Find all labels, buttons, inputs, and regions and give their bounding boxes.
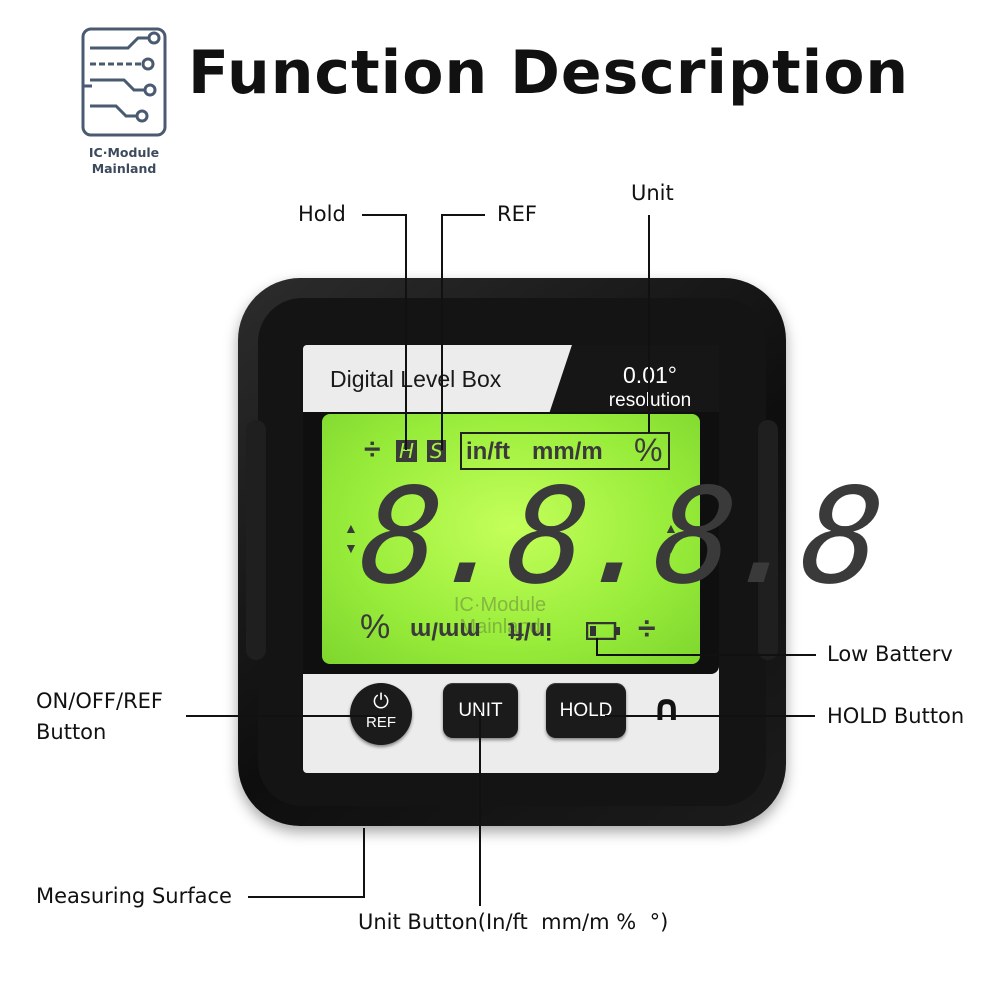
resolution-value: 0.01° bbox=[623, 362, 677, 388]
circuit-logo-icon bbox=[81, 27, 167, 137]
right-down-arrow-icon: ▼ bbox=[664, 540, 678, 556]
left-down-arrow-icon: ▼ bbox=[344, 540, 358, 556]
callout-unit-button: Unit Button(In/ft mm/m % °) bbox=[358, 910, 669, 934]
hold-leader-h bbox=[362, 214, 406, 216]
unit-leader-v bbox=[648, 215, 650, 433]
power-ref-button-label: REF bbox=[366, 714, 396, 731]
lcd-digits: 8.8.8.8 bbox=[353, 460, 885, 614]
unit-mmm: mm/m bbox=[532, 438, 603, 465]
left-up-arrow-icon: ▲ bbox=[344, 520, 358, 536]
lcd-screen bbox=[322, 414, 700, 664]
callout-hold-button: HOLD Button bbox=[827, 704, 965, 728]
low-battery-leader-h bbox=[596, 654, 816, 656]
unit-percent: % bbox=[634, 432, 663, 468]
hold-indicator: H bbox=[396, 440, 418, 462]
hold-indicator-text: H bbox=[396, 440, 418, 462]
left-side-rail bbox=[246, 420, 266, 660]
measuring-surface-leader-h bbox=[248, 896, 365, 898]
hold-leader-v bbox=[405, 214, 407, 450]
low-battery-leader-v bbox=[596, 638, 598, 656]
logo-text: IC·Module Mainland bbox=[78, 145, 170, 177]
hold-button[interactable]: HOLD bbox=[546, 683, 626, 738]
callout-ref: REF bbox=[497, 202, 537, 226]
logo-line-1: IC·Module bbox=[88, 145, 160, 160]
resolution-label: resolution bbox=[590, 390, 710, 412]
bottom-level-icon: ÷ bbox=[638, 610, 656, 646]
measuring-surface-leader-v bbox=[363, 828, 365, 898]
unit-box bbox=[460, 432, 670, 470]
ref-leader-h bbox=[441, 214, 485, 216]
bottom-mmm: mm/m bbox=[410, 617, 481, 644]
bottom-percent: % bbox=[360, 608, 391, 646]
hold-button-leader bbox=[605, 715, 815, 717]
unit-button-label: UNIT bbox=[458, 700, 503, 721]
magnet-icon: ∩ bbox=[652, 688, 682, 729]
resolution-tab bbox=[548, 345, 719, 417]
callout-on-off-ref-line-1: ON/OFF/REF bbox=[36, 689, 164, 713]
callout-low-battery: Low Batterv bbox=[827, 642, 953, 666]
watermark-line-2: Mainland bbox=[459, 616, 541, 638]
power-ref-button[interactable]: ⏻ REF bbox=[350, 683, 412, 745]
power-icon: ⏻ bbox=[373, 691, 389, 713]
right-side-rail bbox=[758, 420, 778, 660]
unit-button-leader-v bbox=[479, 712, 481, 906]
logo-line-2: Mainland bbox=[91, 161, 157, 176]
unit-inft: in/ft bbox=[466, 438, 510, 465]
callout-on-off-ref-line-2: Button bbox=[36, 720, 107, 744]
watermark-line-1: IC·Module bbox=[453, 594, 547, 616]
callout-hold: Hold bbox=[298, 202, 346, 226]
brand-label: Digital Level Box bbox=[330, 366, 502, 392]
callout-on-off-ref: ON/OFF/REF Button bbox=[36, 686, 163, 748]
hold-button-label: HOLD bbox=[559, 700, 613, 721]
on-off-ref-leader bbox=[186, 715, 382, 717]
callout-unit: Unit bbox=[631, 181, 674, 205]
bottom-inft: in/ft bbox=[508, 617, 552, 644]
right-up-arrow-icon: ▲ bbox=[664, 520, 678, 536]
logo bbox=[80, 26, 168, 138]
low-battery-icon bbox=[585, 621, 620, 641]
lcd-watermark: IC·Module Mainland bbox=[420, 594, 580, 638]
page-title: Function Description bbox=[188, 38, 910, 108]
callout-measuring-surface: Measuring Surface bbox=[36, 884, 232, 908]
level-icon: ÷ bbox=[364, 433, 381, 466]
ref-leader-v bbox=[441, 214, 443, 450]
